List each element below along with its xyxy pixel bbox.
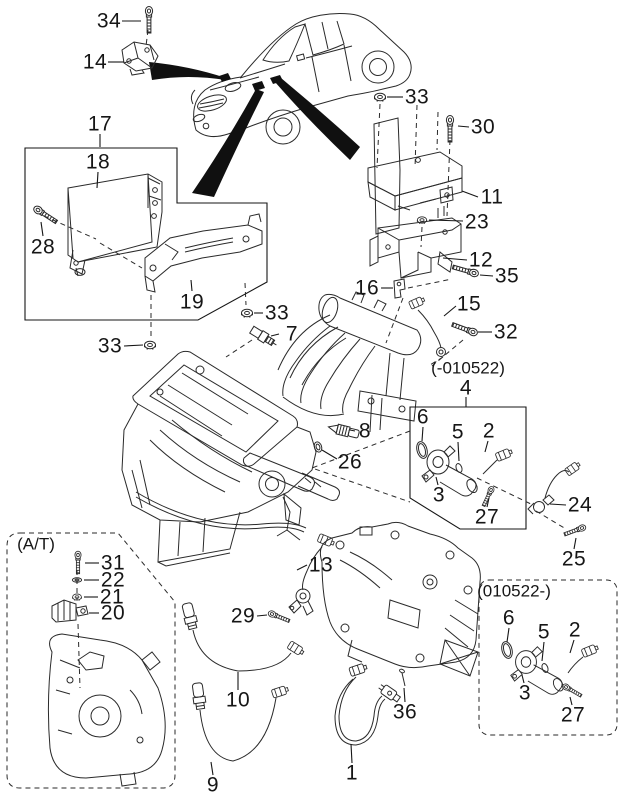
engine-illustration xyxy=(121,350,317,567)
part-31-bolt xyxy=(74,550,82,575)
part-2-harness xyxy=(567,643,600,674)
part-26-washer xyxy=(313,441,323,453)
part-36-pin xyxy=(399,668,406,687)
location-marker xyxy=(252,81,265,91)
callout-23: 23 xyxy=(464,210,490,234)
callout-14: 14 xyxy=(82,50,108,74)
location-marker xyxy=(219,73,231,82)
group-010522-box xyxy=(478,579,618,736)
callout-6: 6 xyxy=(416,405,430,429)
callout-34: 34 xyxy=(96,9,122,33)
at-transmission-illustration xyxy=(47,633,166,787)
callout-production-after: (010522-) xyxy=(477,581,551,601)
part-11-ecm-group xyxy=(367,117,463,235)
callout-15: 15 xyxy=(456,292,482,316)
callout-33: 33 xyxy=(264,301,290,325)
callout-28: 28 xyxy=(30,235,56,259)
callout-32: 32 xyxy=(493,320,519,344)
part-5-oring xyxy=(541,663,549,673)
callout-21: 21 xyxy=(99,585,125,609)
part-13-sensor xyxy=(288,533,336,616)
part-18-ecm xyxy=(67,173,163,277)
part-28-bolt xyxy=(31,204,59,226)
callout-5: 5 xyxy=(537,620,551,644)
callout-12: 12 xyxy=(468,248,494,272)
callout-5: 5 xyxy=(451,420,465,444)
callout-13: 13 xyxy=(308,553,334,577)
callout-4: 4 xyxy=(459,376,473,400)
callout-10: 10 xyxy=(225,688,251,712)
part-24-sensor xyxy=(527,460,582,515)
callout-at: (A/T) xyxy=(17,534,55,554)
part-33-nut xyxy=(374,92,386,103)
group-at-box xyxy=(6,532,176,789)
callout-9: 9 xyxy=(206,773,220,797)
part-1-sensor-harness xyxy=(334,662,402,746)
part-16-clip xyxy=(393,278,406,299)
group-4-box xyxy=(409,406,527,530)
callout-36: 36 xyxy=(392,700,418,724)
part-19-bracket xyxy=(144,213,263,293)
part-33-nut xyxy=(144,340,156,351)
callout-33: 33 xyxy=(404,85,430,109)
part-8-sensor xyxy=(327,423,360,439)
callout-19: 19 xyxy=(179,290,205,314)
part-6-oring xyxy=(499,639,515,661)
part-33-nut xyxy=(241,308,253,319)
part-2-harness xyxy=(482,447,514,475)
callout-7: 7 xyxy=(285,322,299,346)
callout-6: 6 xyxy=(502,606,516,630)
callout-production-before: (-010522) xyxy=(431,358,505,378)
group-17-box xyxy=(24,147,268,321)
part-25-bolt xyxy=(562,523,588,538)
callout-29: 29 xyxy=(230,604,256,628)
transmission-illustration xyxy=(319,521,481,677)
callout-35: 35 xyxy=(494,264,520,288)
callout-1: 1 xyxy=(345,761,359,785)
part-34-bolt xyxy=(144,6,154,34)
assembly-dashed-lines xyxy=(43,29,567,689)
callout-22: 22 xyxy=(100,568,126,592)
leader-lines xyxy=(40,20,577,776)
callout-2: 2 xyxy=(568,618,582,642)
callout-17: 17 xyxy=(87,112,113,136)
callout-31: 31 xyxy=(100,551,126,575)
part-29-bolt xyxy=(266,609,291,625)
part-27-bolt xyxy=(561,682,584,699)
part-7-sensor xyxy=(249,325,277,347)
callout-3: 3 xyxy=(432,483,446,507)
callout-26: 26 xyxy=(337,450,363,474)
callout-24: 24 xyxy=(567,493,593,517)
part-32-bolt xyxy=(450,320,479,338)
callout-30: 30 xyxy=(470,115,496,139)
part-9-oxygen-sensor xyxy=(190,681,290,762)
part-10-oxygen-sensor xyxy=(180,601,306,672)
callout-16: 16 xyxy=(354,276,380,300)
callout-3: 3 xyxy=(518,681,532,705)
callout-2: 2 xyxy=(482,419,496,443)
callout-27: 27 xyxy=(474,505,500,529)
callout-18: 18 xyxy=(85,150,111,174)
part-15-sensor xyxy=(408,295,446,357)
callout-8: 8 xyxy=(358,419,372,443)
part-3-sensor xyxy=(421,445,480,497)
part-6-oring xyxy=(414,439,430,461)
callout-33: 33 xyxy=(97,334,123,358)
callout-20: 20 xyxy=(100,601,126,625)
part-12-bracket xyxy=(369,217,462,279)
callout-11: 11 xyxy=(480,185,504,209)
callout-27: 27 xyxy=(560,703,586,727)
part-30-bolt xyxy=(445,115,455,143)
location-arrows xyxy=(149,62,360,197)
intake-manifold-illustration xyxy=(242,291,422,501)
part-5-oring xyxy=(455,463,463,473)
part-14-bracket xyxy=(121,41,159,76)
callout-25: 25 xyxy=(561,547,587,571)
part-20-pulse-generator xyxy=(51,599,89,623)
